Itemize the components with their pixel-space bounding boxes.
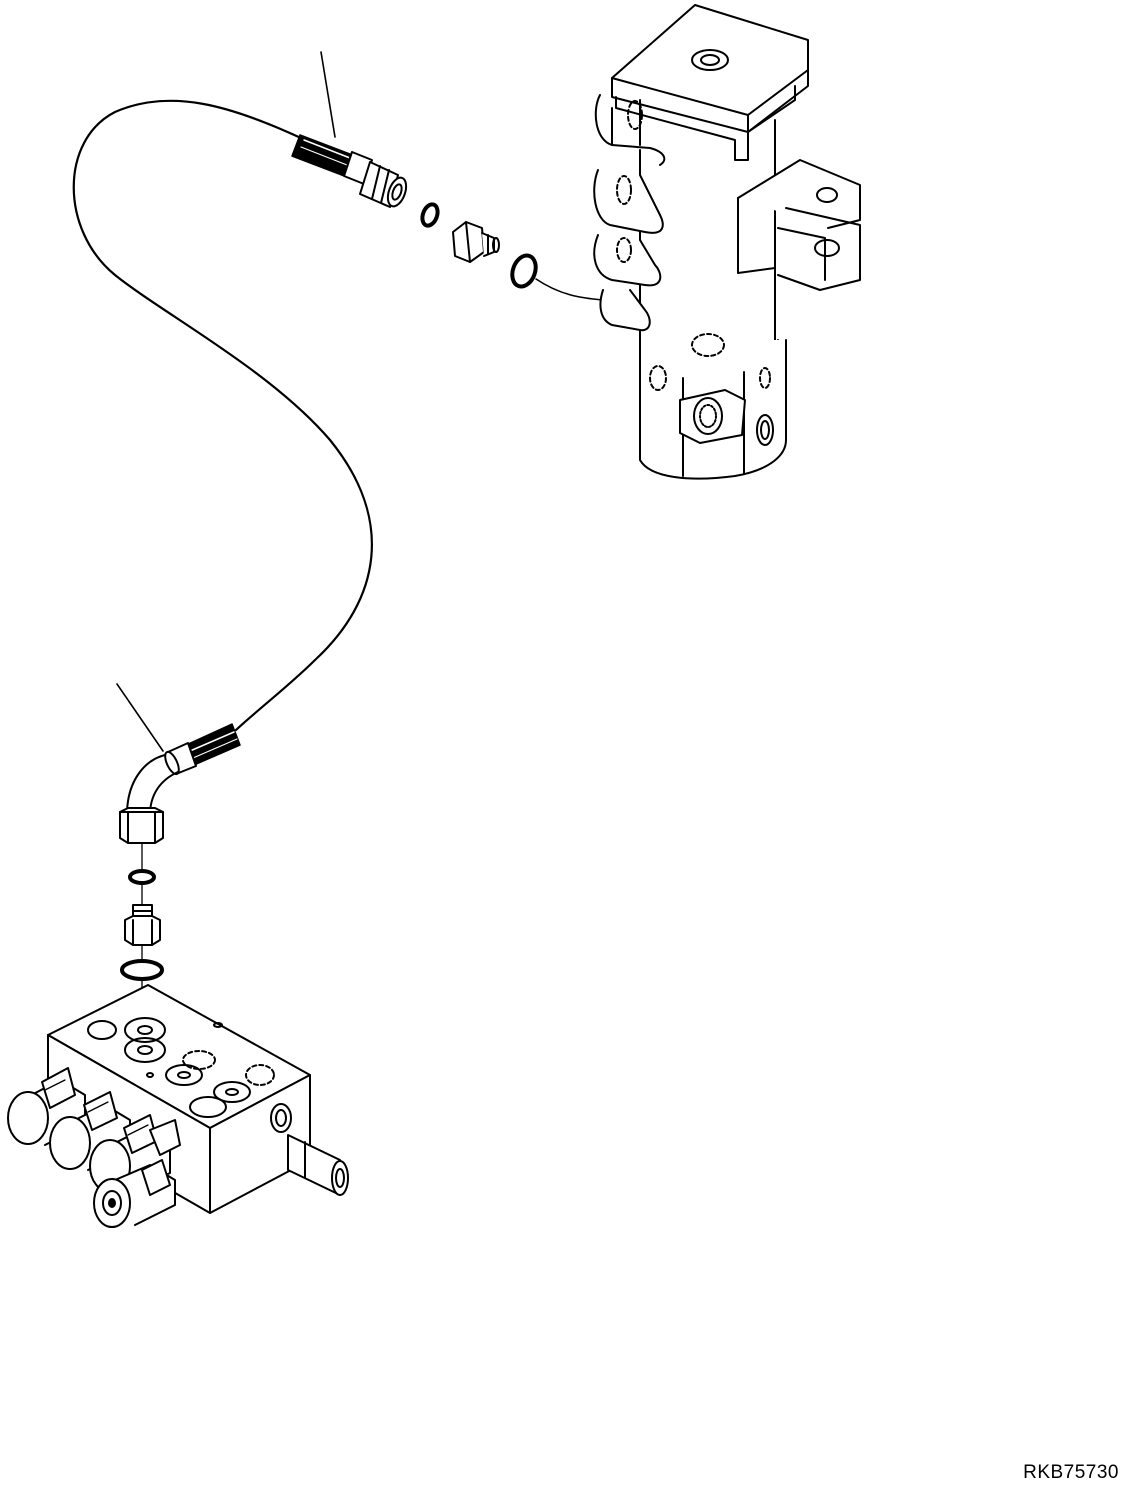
solenoid-valve-block (7, 984, 349, 1228)
solenoid-coil-4 (93, 1159, 176, 1228)
upper-adapter (452, 221, 500, 263)
upper-hose-fitting (291, 134, 408, 208)
connection-line-upper (535, 278, 604, 301)
elbow-hose-fitting (119, 723, 241, 844)
drawing-reference-code: RKB75730 (1023, 1462, 1119, 1483)
lower-o-ring-small (128, 869, 156, 885)
upper-o-ring-small (420, 202, 440, 228)
lower-adapter (124, 904, 161, 946)
lower-o-ring-large (120, 959, 164, 981)
leader-line-lower (116, 683, 164, 752)
hose-assembly (72, 99, 373, 732)
upper-o-ring-large (510, 253, 538, 289)
leader-line-upper (320, 51, 336, 138)
brake-valve (593, 4, 861, 480)
